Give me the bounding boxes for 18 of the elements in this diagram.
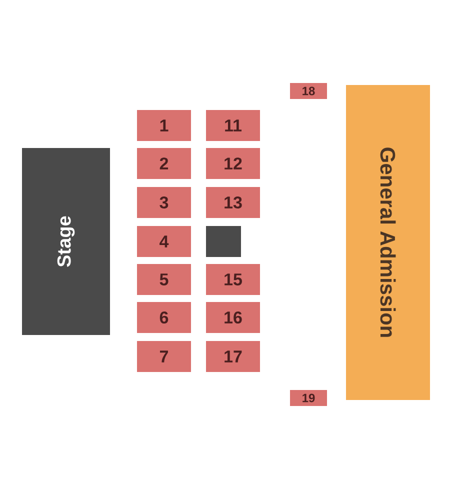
seating-section: 16 [206,302,260,333]
seating-section: 13 [206,187,260,218]
blocked-area [206,226,241,257]
seating-section: 18 [290,83,327,99]
seating-section: 7 [137,341,191,372]
seating-section: 1 [137,110,191,141]
seating-section: 2 [137,148,191,179]
stage-block: Stage [22,148,110,335]
seating-section: 19 [290,390,327,406]
seating-section: 3 [137,187,191,218]
seating-section: 11 [206,110,260,141]
seating-section: 4 [137,226,191,257]
seating-section: 15 [206,264,260,295]
seating-section: 5 [137,264,191,295]
seating-section: 12 [206,148,260,179]
seating-section: 6 [137,302,191,333]
general-admission-area: General Admission [346,85,430,400]
seating-section: 17 [206,341,260,372]
